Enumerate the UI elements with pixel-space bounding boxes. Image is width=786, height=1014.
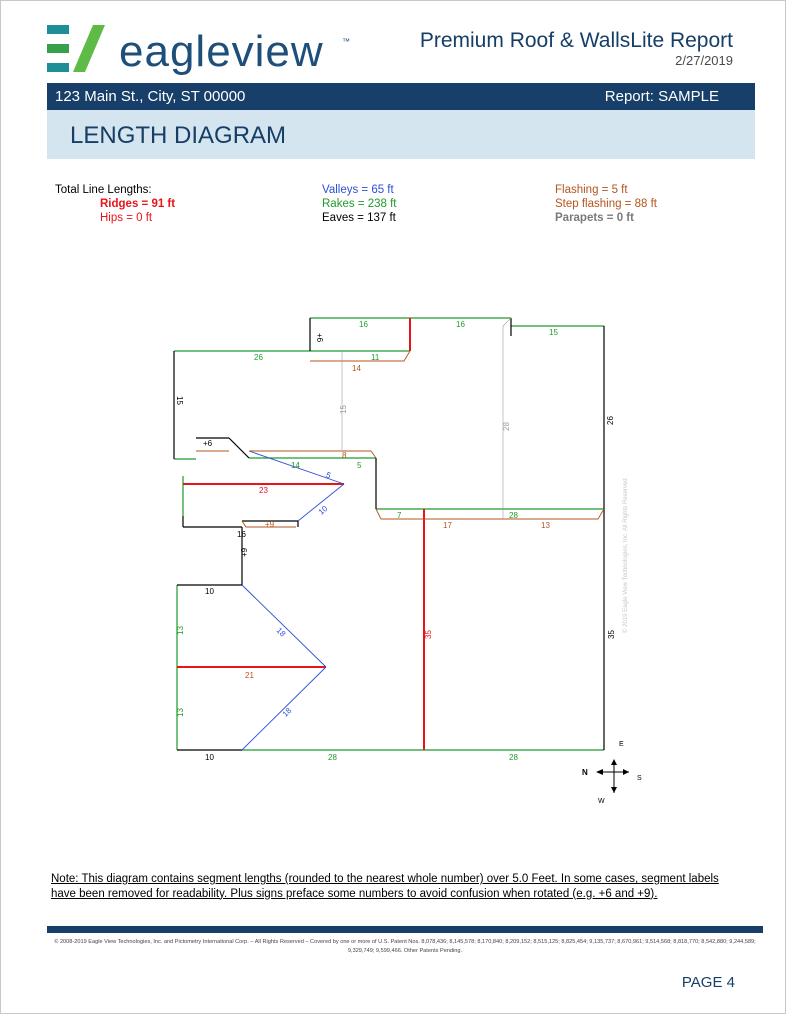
label-rake-7: 7 bbox=[397, 511, 402, 520]
compass-w: W bbox=[598, 798, 605, 805]
label-valley-5: 5 bbox=[325, 470, 333, 480]
eave-lines bbox=[173, 318, 605, 751]
totals-column-2: Valleys = 65 ft Rakes = 238 ft Eaves = 1… bbox=[322, 183, 396, 226]
label-rake-16a: 16 bbox=[359, 320, 368, 329]
ridge-lines bbox=[177, 318, 425, 750]
section-title-box: LENGTH DIAGRAM bbox=[47, 110, 755, 159]
total-ridges: Ridges = 91 ft bbox=[100, 198, 176, 211]
label-valley-10: 10 bbox=[317, 504, 330, 517]
label-rake-28a: 28 bbox=[328, 753, 337, 762]
logo-trademark: ™ bbox=[342, 37, 350, 46]
section-title: LENGTH DIAGRAM bbox=[70, 122, 287, 149]
compass-e: E bbox=[619, 741, 624, 748]
total-rakes: Rakes = 238 ft bbox=[322, 198, 397, 211]
total-parapets: Parapets = 0 ft bbox=[555, 212, 634, 225]
totals-heading: Total Line Lengths: bbox=[55, 184, 152, 196]
report-date: 2/27/2019 bbox=[675, 53, 733, 68]
label-rake-13b: 13 bbox=[176, 708, 185, 717]
page-number: PAGE 4 bbox=[681, 974, 735, 991]
parapet-lines bbox=[341, 317, 512, 519]
label-eave-15: 15 bbox=[175, 396, 184, 405]
label-eave-35: 35 bbox=[607, 630, 616, 639]
label-flashing-8: 8 bbox=[342, 451, 347, 460]
label-eave-10b: 10 bbox=[205, 753, 214, 762]
valley-lines bbox=[241, 450, 345, 751]
label-rake-11: 11 bbox=[371, 353, 380, 362]
label-eave-26: 26 bbox=[606, 416, 615, 425]
label-hidden-28: 28 bbox=[502, 422, 511, 431]
label-rake-28: 28 bbox=[509, 511, 518, 520]
report-id: Report: SAMPLE bbox=[604, 88, 719, 105]
label-rake-14: 14 bbox=[291, 461, 300, 470]
diagram-watermark: © 2019 Eagle View Technologies, Inc. All… bbox=[622, 478, 629, 633]
total-eaves: Eaves = 137 ft bbox=[322, 212, 396, 225]
total-step-flashing: Step flashing = 88 ft bbox=[555, 198, 657, 211]
label-eave-plus9: +9 bbox=[240, 547, 249, 557]
diagram-note: Note: This diagram contains segment leng… bbox=[51, 873, 719, 900]
report-title: Premium Roof & WallsLite Report bbox=[419, 29, 733, 52]
info-bar: 123 Main St., City, ST 00000 Report: SAM… bbox=[47, 83, 755, 110]
compass-s: S bbox=[637, 775, 642, 782]
label-eave-16: 16 bbox=[237, 530, 246, 539]
footer-rule bbox=[47, 926, 763, 933]
label-rake-13a: 13 bbox=[176, 626, 185, 635]
label-valley-18b: 18 bbox=[281, 706, 294, 719]
property-address: 123 Main St., City, ST 00000 bbox=[55, 88, 246, 105]
label-ridge-21: 21 bbox=[245, 671, 254, 680]
label-flashing-17: 17 bbox=[443, 521, 452, 530]
label-rake-16b: 16 bbox=[456, 320, 465, 329]
label-hidden-15: 15 bbox=[339, 405, 348, 414]
label-ridge-35: 35 bbox=[424, 630, 433, 639]
eagleview-logo: eagleview ™ bbox=[47, 25, 357, 79]
label-flashing-14: 14 bbox=[352, 364, 361, 373]
logo-wordmark: eagleview bbox=[119, 27, 324, 76]
label-ridge-23: 23 bbox=[259, 486, 268, 495]
compass-n: N bbox=[582, 768, 588, 777]
label-rake-15: 15 bbox=[549, 328, 558, 337]
label-rake-28b: 28 bbox=[509, 753, 518, 762]
flashing-lines bbox=[196, 350, 605, 528]
total-valleys: Valleys = 65 ft bbox=[322, 184, 394, 196]
logo-mark-icon bbox=[47, 25, 105, 72]
copyright-text: © 2008-2019 Eagle View Technologies, Inc… bbox=[54, 939, 756, 954]
label-eave-plus6b: +6 bbox=[203, 439, 213, 448]
label-flashing-plus9: +9 bbox=[265, 520, 275, 529]
totals-column-3: Flashing = 5 ft Step flashing = 88 ft Pa… bbox=[555, 183, 657, 226]
totals-column-1: Total Line Lengths: Ridges = 91 ft Hips … bbox=[55, 183, 175, 226]
label-rake-5: 5 bbox=[357, 461, 362, 470]
label-eave-plus6: +6 bbox=[315, 333, 324, 343]
label-flashing-13: 13 bbox=[541, 521, 550, 530]
label-rake-26: 26 bbox=[254, 353, 263, 362]
total-flashing: Flashing = 5 ft bbox=[555, 184, 628, 196]
compass-icon: N S E W bbox=[582, 741, 642, 805]
label-eave-10a: 10 bbox=[205, 587, 214, 596]
total-hips: Hips = 0 ft bbox=[100, 212, 153, 225]
length-diagram: 16 16 15 +6 26 11 14 15 15 28 26 +6 8 14… bbox=[173, 317, 642, 805]
